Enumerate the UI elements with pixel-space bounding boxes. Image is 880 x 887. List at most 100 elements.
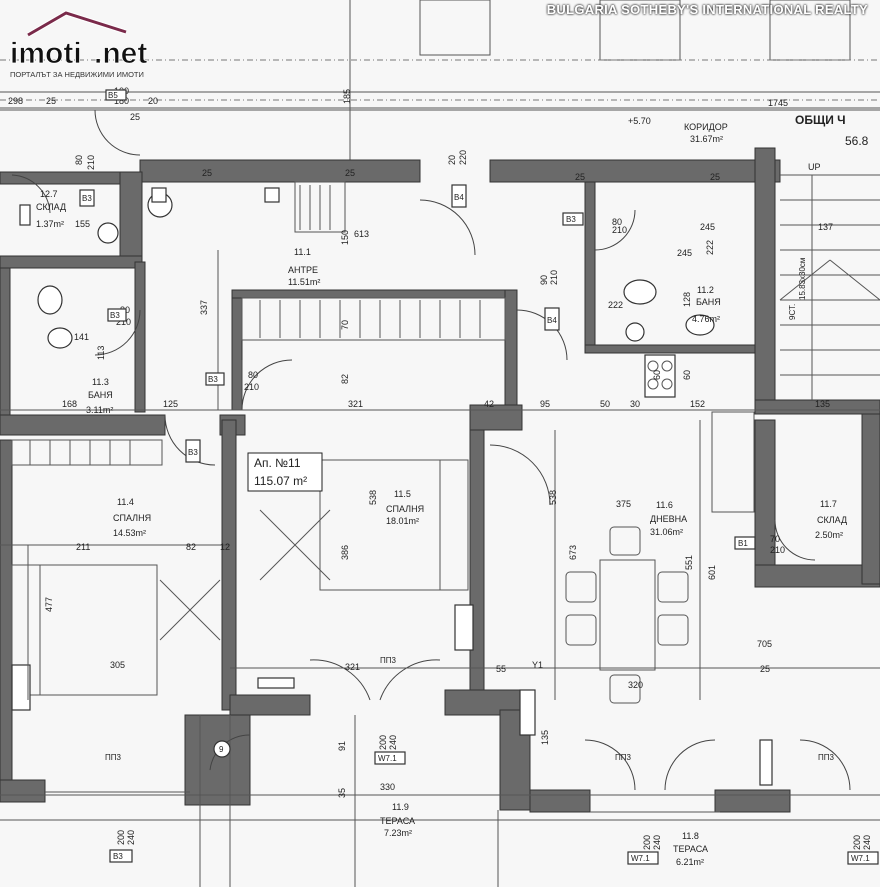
staircase — [779, 174, 880, 400]
stair-up: UP — [808, 162, 821, 172]
tag: W7.1 — [851, 854, 870, 863]
room-name: СПАЛНЯ — [386, 504, 424, 514]
room-id: 11.1 — [294, 247, 311, 257]
dim: 601 — [707, 565, 717, 580]
tag: ПП3 — [380, 656, 397, 665]
room-area: 3.11m² — [86, 405, 113, 415]
dim: 210 — [244, 382, 259, 392]
dim: 386 — [340, 545, 350, 560]
room-labels: 12.7 СКЛАД 1.37m² 11.1 АНТРЕ 11.51m² 11.… — [36, 113, 869, 867]
tag: B3 — [110, 311, 120, 320]
radiator-icon-3 — [11, 664, 31, 711]
dim: 70 — [340, 320, 350, 330]
dim: 90 — [539, 275, 549, 285]
room-name: СПАЛНЯ — [113, 513, 151, 523]
room-area: 6.21m² — [676, 857, 704, 867]
room-name: СКЛАД — [36, 202, 66, 212]
dim: 200 — [378, 735, 388, 750]
dim: 210 — [86, 155, 96, 170]
room-name: ДНЕВНА — [650, 514, 687, 524]
dim: 25 — [575, 172, 585, 182]
dim: 538 — [548, 490, 558, 505]
dim: 80 — [248, 370, 258, 380]
dim: 538 — [368, 490, 378, 505]
dim: 80 — [74, 155, 84, 165]
dim: 50 — [600, 399, 610, 409]
tag: 9 — [219, 745, 224, 754]
dim: 222 — [608, 300, 623, 310]
radiator-icon — [19, 204, 31, 226]
dim: 152 — [690, 399, 705, 409]
dim: 477 — [44, 597, 54, 612]
double-bed-icon — [319, 459, 469, 591]
tag: W7.1 — [631, 854, 650, 863]
dim: 298 — [8, 96, 23, 106]
dim: 320 — [628, 680, 643, 690]
dim: 210 — [770, 545, 785, 555]
washer-icon — [625, 322, 645, 342]
dim: 330 — [380, 782, 395, 792]
dim: 705 — [757, 639, 772, 649]
dim: 200 — [852, 835, 862, 850]
dim: 200 — [642, 835, 652, 850]
tag: ПП3 — [105, 753, 122, 762]
tag: ПП3 — [615, 753, 632, 762]
dim: 210 — [116, 317, 131, 327]
dim: 137 — [818, 222, 833, 232]
apartment-title: Ап. №11 — [254, 456, 301, 470]
column-icon — [264, 187, 280, 203]
dim: 245 — [677, 248, 692, 258]
room-id: 11.3 — [92, 377, 109, 387]
dim: 168 — [62, 399, 77, 409]
room-name: ОБЩИ Ч — [795, 113, 846, 127]
dim: 321 — [348, 399, 363, 409]
room-id: 11.4 — [117, 497, 134, 507]
room-area: 18.01m² — [386, 516, 419, 526]
dim: 25 — [710, 172, 720, 182]
dim: 222 — [705, 240, 715, 255]
toilet-icon-2 — [47, 327, 73, 349]
room-id: 11.2 — [697, 285, 714, 295]
tag: B3 — [82, 194, 92, 203]
room-area: 11.51m² — [288, 277, 320, 287]
radiator-icon-2 — [454, 604, 474, 651]
tag: ПП3 — [818, 753, 835, 762]
dim: 1745 — [768, 98, 788, 108]
stair-spec: 15.83x30см — [798, 258, 807, 300]
room-id: 11.6 — [656, 500, 673, 510]
room-name: АНТРЕ — [288, 265, 318, 275]
dim: 128 — [682, 292, 692, 307]
room-area: 1.37m² — [36, 219, 64, 229]
radiator-icon-5 — [257, 677, 295, 689]
tag: B5 — [108, 91, 118, 100]
dim: 200 — [116, 830, 126, 845]
room-name: СКЛАД — [817, 515, 847, 525]
dim: 211 — [76, 542, 90, 552]
room-area: 4.76m² — [692, 314, 720, 324]
dim: 80 — [612, 217, 622, 227]
dim: 25 — [760, 664, 770, 674]
level-mark: +5.70 — [628, 116, 651, 126]
dim: 91 — [337, 741, 347, 751]
dim: 20 — [447, 155, 457, 165]
dim: 141 — [74, 332, 89, 342]
dim: 210 — [549, 270, 559, 285]
dim: 240 — [652, 835, 662, 850]
tag: B1 — [738, 539, 748, 548]
room-name: ТЕРАСА — [673, 844, 708, 854]
dim: 25 — [345, 168, 355, 178]
dim: 150 — [340, 230, 350, 245]
terraces — [0, 715, 880, 887]
room-id: 11.8 — [682, 831, 699, 841]
furniture — [11, 187, 773, 786]
dim: 551 — [684, 555, 694, 570]
logo-suffix: .net — [94, 37, 147, 70]
room-id: 11.9 — [392, 802, 409, 812]
dim: 25 — [202, 168, 212, 178]
dim: 673 — [568, 545, 578, 560]
dim: 35 — [337, 788, 347, 798]
tag: B4 — [454, 193, 464, 202]
kitchen-counter-icon — [711, 411, 755, 513]
tag: Y1 — [532, 660, 543, 670]
